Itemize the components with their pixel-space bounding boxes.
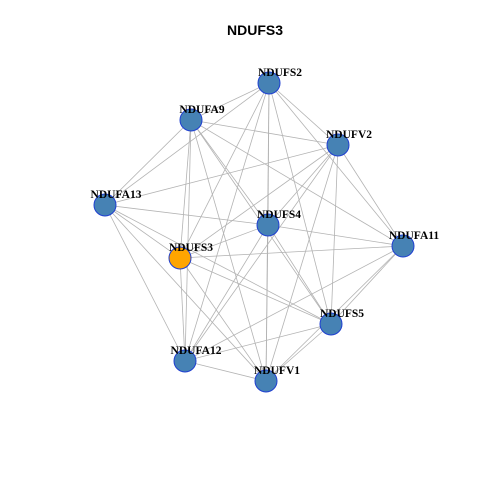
edge-ndufs3-ndufa12	[179, 257, 186, 362]
edge-ndufs3-ndufs5	[179, 257, 332, 325]
node-label-ndufs2: NDUFS2	[258, 67, 302, 79]
node-circle-ndufs2	[257, 71, 281, 95]
node-label-ndufa11: NDUFA11	[389, 230, 440, 242]
node-ndufs4: NDUFS4	[256, 209, 301, 237]
edge-ndufs2-ndufs5	[268, 82, 332, 325]
node-ndufv1: NDUFV1	[254, 365, 300, 393]
node-layer: NDUFS2NDUFA9NDUFV2NDUFA13NDUFS4NDUFA11ND…	[91, 67, 440, 393]
node-label-ndufs5: NDUFS5	[320, 308, 364, 320]
edge-ndufa9-ndufa11	[190, 119, 404, 247]
edge-ndufs2-ndufv2	[268, 82, 339, 146]
node-ndufa11: NDUFA11	[389, 230, 440, 258]
node-ndufs5: NDUFS5	[319, 308, 364, 336]
edge-ndufa12-ndufv1	[184, 360, 267, 382]
node-ndufv2: NDUFV2	[326, 129, 372, 157]
node-ndufs2: NDUFS2	[257, 67, 302, 95]
edge-layer	[104, 82, 404, 382]
edge-ndufv2-ndufs3	[179, 144, 339, 259]
node-label-ndufa13: NDUFA13	[91, 189, 142, 201]
edge-ndufa9-ndufs4	[190, 119, 269, 226]
edge-ndufv2-ndufa11	[337, 144, 404, 247]
edge-ndufs2-ndufa13	[104, 82, 270, 206]
edge-ndufs2-ndufa11	[268, 82, 404, 247]
node-circle-ndufs3	[168, 246, 192, 270]
edge-ndufa11-ndufs5	[330, 245, 404, 325]
node-ndufa13: NDUFA13	[91, 189, 142, 217]
node-label-ndufs4: NDUFS4	[257, 209, 301, 221]
edge-ndufs4-ndufs3	[179, 224, 269, 259]
edge-ndufa13-ndufs4	[104, 204, 269, 226]
edge-ndufs4-ndufa12	[184, 224, 269, 362]
node-circle-ndufa13	[93, 193, 117, 217]
edge-ndufa13-ndufv1	[104, 204, 267, 382]
node-ndufa9: NDUFA9	[179, 104, 225, 132]
edge-ndufa9-ndufa12	[184, 119, 192, 362]
edge-ndufs4-ndufs5	[267, 224, 332, 325]
diagram-title: NDUFS3	[227, 22, 283, 38]
node-label-ndufa9: NDUFA9	[179, 104, 224, 116]
edge-ndufv2-ndufa12	[184, 144, 339, 362]
edge-ndufa9-ndufv1	[190, 119, 267, 382]
edge-ndufa9-ndufs3	[179, 119, 192, 259]
edge-ndufa13-ndufs5	[104, 204, 332, 325]
edge-ndufv2-ndufs5	[330, 144, 339, 325]
edge-ndufv2-ndufs4	[267, 144, 339, 226]
edge-ndufs2-ndufa9	[190, 82, 270, 121]
node-label-ndufa12: NDUFA12	[171, 345, 222, 357]
node-circle-ndufv1	[254, 369, 278, 393]
edge-ndufa9-ndufa13	[104, 119, 192, 206]
edge-ndufs3-ndufv1	[179, 257, 267, 382]
edge-ndufs5-ndufa12	[184, 323, 332, 362]
node-circle-ndufa9	[179, 108, 203, 132]
node-circle-ndufv2	[326, 133, 350, 157]
edge-ndufs2-ndufa12	[184, 82, 270, 362]
edge-ndufs5-ndufv1	[265, 323, 332, 382]
edge-ndufa13-ndufs3	[104, 204, 181, 259]
edge-ndufv2-ndufv1	[265, 144, 339, 382]
node-circle-ndufa12	[173, 349, 197, 373]
node-circle-ndufa11	[391, 234, 415, 258]
node-label-ndufv1: NDUFV1	[254, 365, 300, 377]
edge-ndufa11-ndufa12	[184, 245, 404, 362]
node-circle-ndufs4	[256, 213, 280, 237]
node-label-ndufv2: NDUFV2	[326, 129, 372, 141]
edge-ndufa11-ndufs3	[179, 245, 404, 259]
node-ndufa12: NDUFA12	[171, 345, 222, 373]
edge-ndufs4-ndufv1	[265, 224, 269, 382]
node-label-ndufs3: NDUFS3	[169, 242, 213, 254]
edge-ndufs2-ndufs3	[179, 82, 270, 259]
edge-ndufa13-ndufa12	[104, 204, 186, 362]
edge-ndufs4-ndufa11	[267, 224, 404, 247]
edge-ndufa9-ndufv2	[190, 119, 339, 146]
edge-ndufv2-ndufa13	[104, 144, 339, 206]
node-ndufs3: NDUFS3	[168, 242, 213, 270]
node-circle-ndufs5	[319, 312, 343, 336]
